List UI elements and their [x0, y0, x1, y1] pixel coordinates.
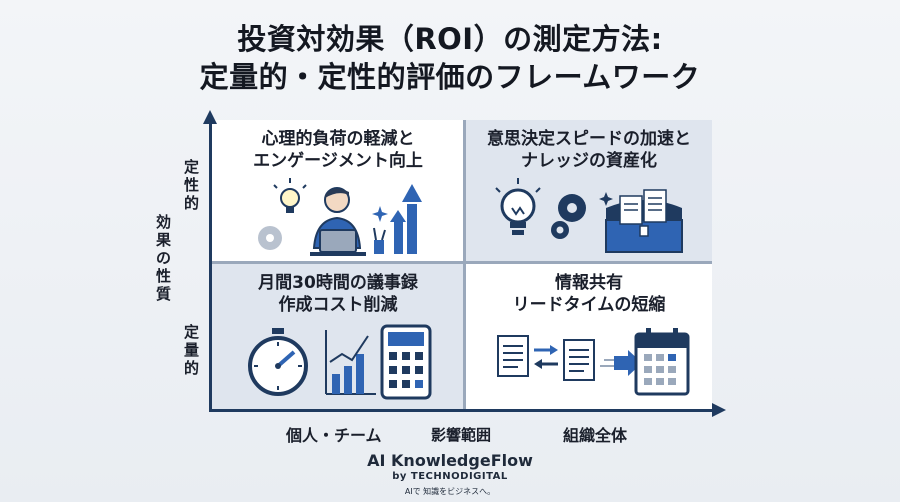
- y-bottom-char: 定: [184, 323, 200, 341]
- y-top-char: 性: [184, 176, 200, 194]
- y-top-char: 的: [184, 194, 200, 212]
- quadrant-bottom-right-title: 情報共有 リードタイムの短縮: [466, 272, 712, 316]
- y-axis-top-label: 定 性 的: [184, 158, 199, 212]
- quadrant-divider-vertical: [463, 120, 466, 409]
- y-axis-line: [209, 122, 212, 412]
- x-axis-center-label: 影響範囲: [431, 426, 492, 444]
- title-line-2: 定量的・定性的評価のフレームワーク: [199, 60, 701, 94]
- quadrant-top-right-line-2: ナレッジの資産化: [521, 151, 657, 171]
- y-bottom-char: 量: [184, 341, 200, 359]
- quadrant-bottom-right: 情報共有 リードタイムの短縮: [466, 264, 712, 409]
- x-axis-line: [209, 409, 715, 412]
- quadrant-top-right-line-1: 意思決定スピードの加速と: [487, 129, 691, 149]
- y-top-char: 定: [184, 158, 200, 176]
- brand-name: AI KnowledgeFlow: [367, 451, 533, 470]
- y-bottom-char: 的: [184, 359, 200, 377]
- quadrant-bottom-right-line-1: 情報共有: [555, 273, 623, 293]
- quadrant-bottom-left-title: 月間30時間の議事録 作成コスト削減: [212, 272, 464, 316]
- quadrant-top-left-title: 心理的負荷の軽減と エンゲージメント向上: [212, 128, 464, 172]
- quadrant-bottom-left-line-1: 月間30時間の議事録: [258, 273, 418, 293]
- quadrant-top-left-line-1: 心理的負荷の軽減と: [261, 129, 415, 149]
- lightbulb-gears-treasure-chest-icon: [495, 178, 683, 253]
- quadrant-divider-horizontal: [212, 261, 712, 264]
- y-axis-char: 質: [156, 285, 172, 303]
- quadrant-top-left: 心理的負荷の軽減と エンゲージメント向上: [212, 120, 464, 262]
- quadrant-top-right: 意思決定スピードの加速と ナレッジの資産化: [466, 120, 712, 262]
- title-line-1: 投資対効果（ROI）の測定方法:: [237, 22, 663, 56]
- quadrant-top-left-line-2: エンゲージメント向上: [253, 151, 423, 171]
- brand-tagline: AIで 知識をビジネスへ。: [404, 487, 496, 496]
- person-laptop-lightbulb-growth-icon: [258, 178, 422, 256]
- documents-exchange-calendar-icon: [497, 328, 690, 396]
- y-axis-arrowhead: [203, 110, 217, 124]
- brand-by-line: by TECHNODIGITAL: [392, 471, 508, 482]
- x-axis-arrowhead: [712, 403, 726, 417]
- y-axis-char: の: [156, 249, 172, 267]
- x-axis-left-label: 個人・チーム: [286, 426, 382, 445]
- stopwatch-chart-calculator-icon: [248, 324, 432, 400]
- quadrant-bottom-left: 月間30時間の議事録 作成コスト削減: [212, 264, 464, 409]
- y-axis-char: 性: [156, 267, 172, 285]
- quadrant-top-right-title: 意思決定スピードの加速と ナレッジの資産化: [466, 128, 712, 172]
- y-axis-char: 果: [156, 231, 172, 249]
- y-axis-bottom-label: 定 量 的: [184, 323, 199, 377]
- y-axis-label: 効 果 の 性 質: [156, 213, 171, 303]
- quadrant-bottom-right-line-2: リードタイムの短縮: [512, 295, 666, 315]
- y-axis-char: 効: [156, 213, 172, 231]
- quadrant-bottom-left-line-2: 作成コスト削減: [278, 295, 398, 315]
- x-axis-right-label: 組織全体: [563, 426, 628, 445]
- diagram-title: 投資対効果（ROI）の測定方法: 定量的・定性的評価のフレームワーク: [0, 20, 900, 96]
